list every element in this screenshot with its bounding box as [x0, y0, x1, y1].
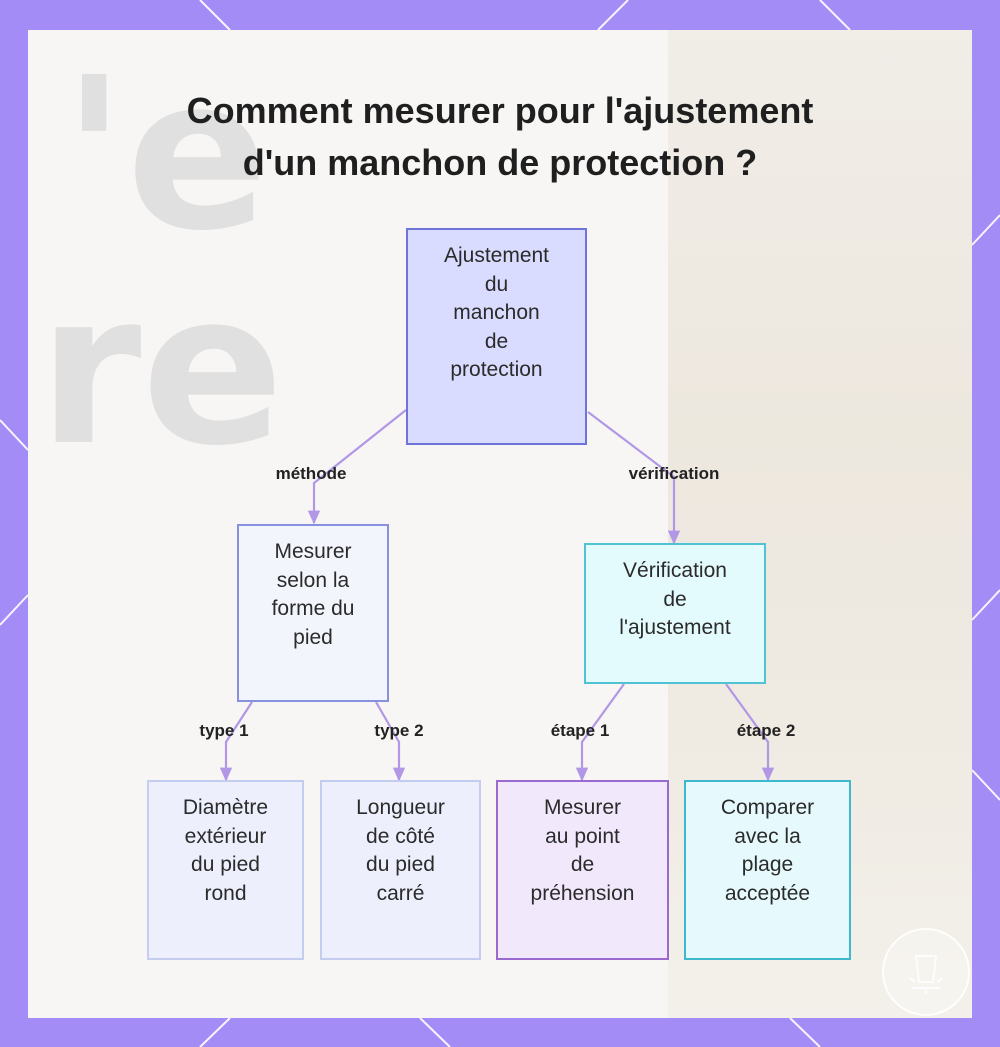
node-verification-ajustement: Vérification de l'ajustement	[584, 543, 766, 684]
edge-label-type1: type 1	[199, 721, 249, 740]
node-mesurer-forme-pied: Mesurer selon la forme du pied	[237, 524, 389, 702]
edge-etape2	[725, 683, 775, 782]
node-comparer-plage-acceptee: Comparer avec la plage acceptée	[684, 780, 851, 960]
logo-badge-glyph	[909, 955, 943, 994]
edge-methode	[307, 409, 407, 525]
edge-label-verification: vérification	[628, 464, 720, 483]
node-label: Longueur de côté du pied carré	[356, 796, 445, 905]
edge-label-etape1: étape 1	[550, 721, 610, 740]
edge-type1	[219, 701, 253, 782]
edge-label-type2: type 2	[374, 721, 424, 740]
node-label: Ajustement du manchon de protection	[443, 244, 550, 381]
background-watermark-glyph: 'e	[62, 32, 269, 277]
node-label: Vérification de l'ajustement	[619, 559, 731, 639]
node-label: Mesurer selon la forme du pied	[271, 540, 355, 649]
node-label: Diamètre extérieur du pied rond	[182, 796, 269, 905]
node-longueur-pied-carre: Longueur de côté du pied carré	[320, 780, 481, 960]
node-ajustement-manchon: Ajustement du manchon de protection	[406, 228, 587, 445]
background-watermark-glyph: re	[38, 247, 284, 492]
node-diametre-pied-rond: Diamètre extérieur du pied rond	[147, 780, 304, 960]
node-mesurer-point-prehension: Mesurer au point de préhension	[496, 780, 669, 960]
diagram-title: Comment mesurer pour l'ajustement d'un m…	[28, 85, 972, 189]
edge-verification	[587, 411, 681, 545]
node-label: Mesurer au point de préhension	[530, 796, 635, 905]
edge-label-methode: méthode	[275, 464, 347, 483]
title-line-1: Comment mesurer pour l'ajustement	[186, 90, 814, 131]
edge-etape1	[575, 683, 625, 782]
logo-badge-icon	[882, 928, 970, 1016]
node-label: Comparer avec la plage acceptée	[720, 796, 815, 905]
title-line-2: d'un manchon de protection ?	[242, 142, 758, 183]
edge-type2	[375, 701, 406, 782]
edge-label-etape2: étape 2	[736, 721, 796, 740]
